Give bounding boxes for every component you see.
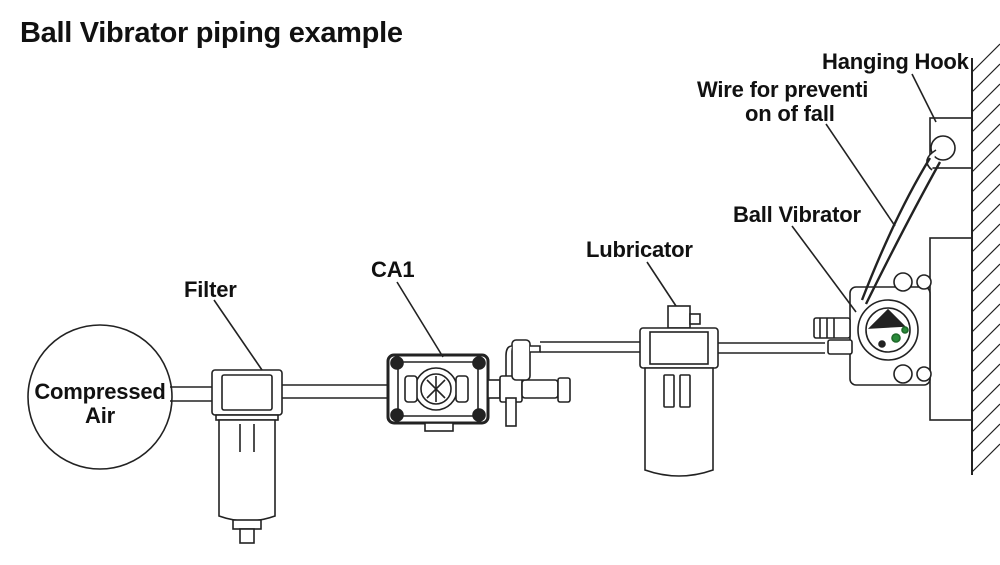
diagram-title: Ball Vibrator piping example bbox=[20, 17, 403, 49]
label-compressed-line2: Air bbox=[85, 403, 115, 428]
leader-filter bbox=[213, 299, 263, 371]
ball-vibrator-assembly bbox=[813, 117, 973, 421]
leader-hook bbox=[911, 73, 937, 123]
leader-ball-vibrator bbox=[791, 225, 857, 313]
leader-ca1 bbox=[396, 281, 444, 358]
leader-wire bbox=[825, 123, 896, 227]
leader-lubricator bbox=[646, 261, 677, 307]
label-filter: Filter bbox=[184, 277, 237, 302]
air-pipes bbox=[170, 341, 825, 402]
filter-unit bbox=[211, 369, 283, 544]
fitting-assembly bbox=[487, 339, 571, 427]
label-hanging-hook: Hanging Hook bbox=[822, 49, 969, 74]
label-wire-line1: Wire for preventi bbox=[697, 77, 869, 102]
label-ball-vibrator: Ball Vibrator bbox=[733, 202, 861, 227]
leader-lines bbox=[213, 73, 937, 371]
ca1-unit bbox=[386, 353, 490, 432]
label-ca1: CA1 bbox=[371, 257, 415, 282]
fall-prevention-wire bbox=[860, 157, 942, 305]
label-wire-line2: on of fall bbox=[745, 101, 835, 126]
lubricator-unit bbox=[639, 305, 719, 477]
label-lubricator: Lubricator bbox=[586, 237, 693, 262]
wall bbox=[971, 43, 1000, 475]
compressed-air-tank bbox=[27, 324, 173, 470]
label-compressed-line1: Compressed bbox=[34, 379, 166, 404]
